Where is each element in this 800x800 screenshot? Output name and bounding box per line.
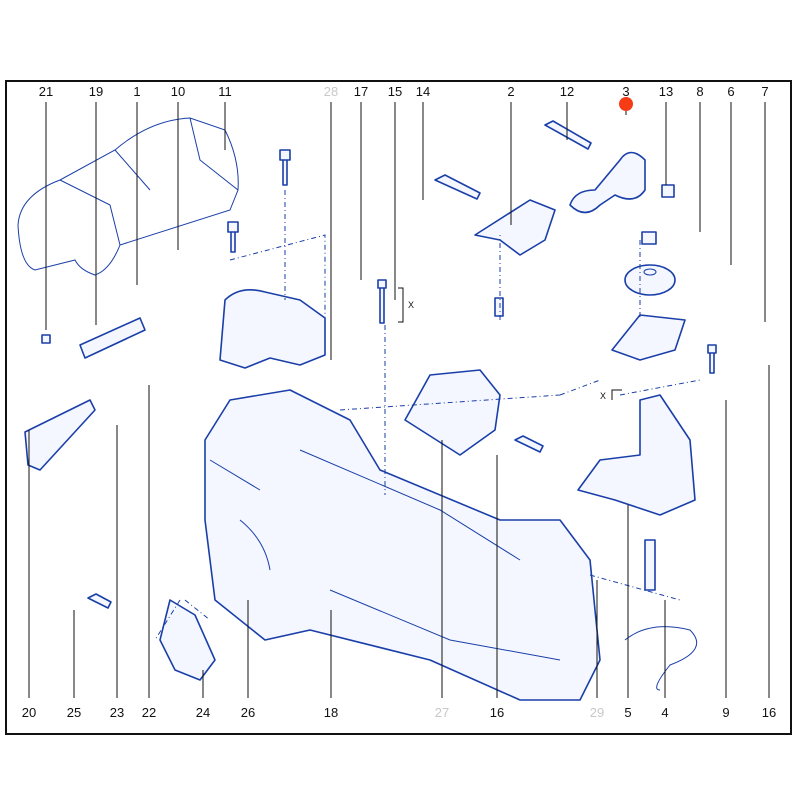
dimension-label: X xyxy=(408,300,414,310)
callout-label-top: 17 xyxy=(354,84,368,99)
bracket-triangle xyxy=(24,399,96,471)
nut xyxy=(641,231,657,245)
rubber-washer xyxy=(624,264,676,296)
stud xyxy=(644,539,656,591)
washer-hole xyxy=(643,268,657,276)
callout-label-top: 6 xyxy=(727,84,734,99)
callout-label-bottom: 22 xyxy=(142,705,156,720)
callout-label-bottom: 29 xyxy=(590,705,604,720)
car-outline xyxy=(17,117,239,276)
subframe-detail xyxy=(209,449,561,661)
callout-label-bottom: 4 xyxy=(661,705,668,720)
callout-label-bottom: 18 xyxy=(324,705,338,720)
highlight-marker xyxy=(619,97,633,111)
callout-label-bottom: 25 xyxy=(67,705,81,720)
callout-label-top: 10 xyxy=(171,84,185,99)
dimension-x-top: X xyxy=(398,287,414,323)
dimension-x-side: X xyxy=(600,389,622,401)
part-callouts: 21 19 1 10 11 28 17 15 14 2 12 3 13 8 6 7 20 25 23 22 24 26 18… xyxy=(22,84,776,720)
callout-label-top: 7 xyxy=(761,84,768,99)
gearbox-bracket xyxy=(577,394,696,516)
torque-rod xyxy=(569,151,646,214)
bolts xyxy=(41,120,717,609)
callout-label-bottom: 5 xyxy=(624,705,631,720)
diagram-frame xyxy=(5,80,792,735)
callout-label-top: 28 xyxy=(324,84,338,99)
heat-shield xyxy=(404,369,501,456)
callout-label-top: 19 xyxy=(89,84,103,99)
callout-label-top: 13 xyxy=(659,84,673,99)
nut xyxy=(661,184,675,198)
torque-bracket xyxy=(474,199,556,256)
callout-label-bottom: 20 xyxy=(22,705,36,720)
callout-label-top: 3 xyxy=(622,84,629,99)
engine-mount xyxy=(219,289,326,369)
callout-label-top: 21 xyxy=(39,84,53,99)
callout-label-top: 12 xyxy=(560,84,574,99)
exploded-view-drawing xyxy=(17,117,717,701)
callout-label-bottom: 26 xyxy=(241,705,255,720)
callout-label-bottom: 24 xyxy=(196,705,210,720)
callout-label-top: 1 xyxy=(133,84,140,99)
sensor-harness xyxy=(624,540,698,691)
assembly-guide-lines xyxy=(154,190,701,641)
callout-label-bottom: 16 xyxy=(490,705,504,720)
gearbox-mount xyxy=(611,314,686,361)
callout-label-top: 2 xyxy=(507,84,514,99)
callout-label-bottom: 9 xyxy=(722,705,729,720)
callout-label-bottom: 16 xyxy=(762,705,776,720)
bracket xyxy=(79,317,146,359)
callout-label-top: 14 xyxy=(416,84,430,99)
callout-label-top: 8 xyxy=(696,84,703,99)
callout-label-bottom: 23 xyxy=(110,705,124,720)
callout-label-top: 11 xyxy=(218,84,232,99)
callout-label-bottom: 27 xyxy=(435,705,449,720)
subframe xyxy=(204,389,601,701)
dimension-label: X xyxy=(600,391,606,401)
callout-label-top: 15 xyxy=(388,84,402,99)
small-bracket xyxy=(159,599,216,681)
